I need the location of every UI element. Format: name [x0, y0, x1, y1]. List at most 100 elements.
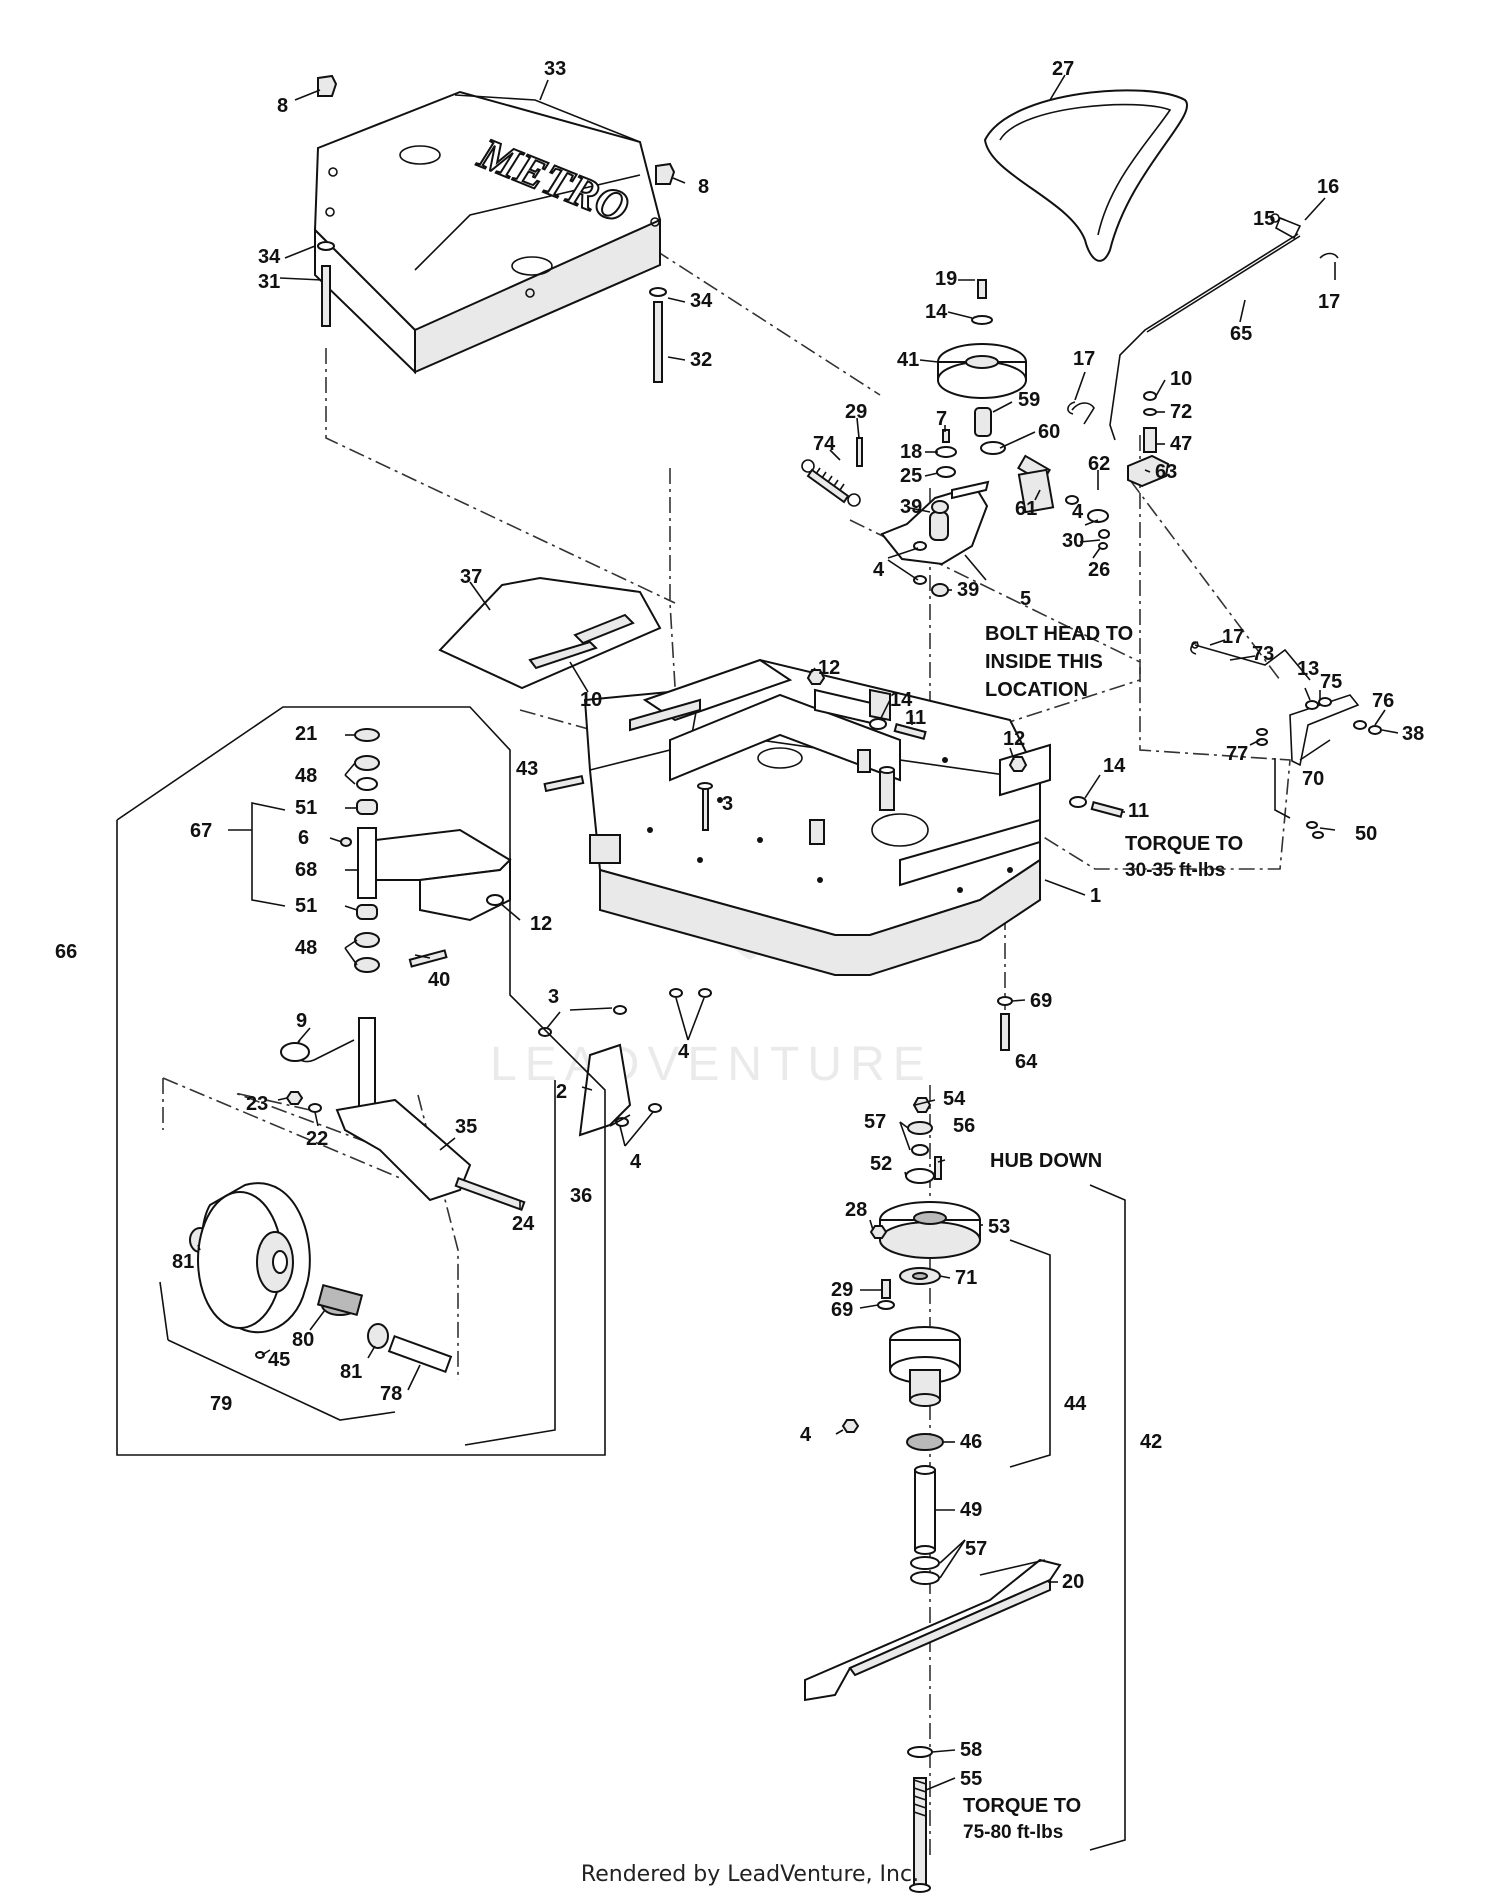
callout-label: 76 — [1372, 690, 1394, 712]
callout-label: 17 — [1222, 626, 1244, 648]
callout-label: 7 — [936, 408, 947, 430]
leader-lines — [197, 74, 1399, 1791]
callout-label: 42 — [1140, 1431, 1162, 1453]
callouts: 8 33 8 34 31 34 32 27 16 15 17 19 14 65 … — [55, 58, 1424, 1790]
callout-label: 46 — [960, 1431, 982, 1453]
callout-label: 32 — [690, 349, 712, 371]
callout-label: 75 — [1320, 671, 1342, 693]
callout-label: 69 — [1030, 990, 1052, 1012]
callout-label: 81 — [340, 1361, 362, 1383]
callout-label: 17 — [1318, 291, 1340, 313]
callout-label: 4 — [678, 1041, 690, 1063]
callout-label: 3 — [548, 986, 559, 1008]
callout-label: 12 — [1003, 728, 1025, 750]
caster-assembly — [280, 728, 526, 1212]
note-torque-a-2: 30-35 ft-lbs — [1125, 860, 1225, 881]
callout-label: 51 — [295, 797, 317, 819]
callout-label: 1 — [1090, 885, 1101, 907]
callout-label: 11 — [1128, 800, 1149, 822]
callout-label: 74 — [813, 433, 836, 455]
callout-label: 68 — [295, 859, 317, 881]
callout-label: 72 — [1170, 401, 1192, 423]
callout-label: 54 — [943, 1088, 966, 1110]
callout-label: 38 — [1402, 723, 1424, 745]
deck-cover: METRO — [313, 90, 662, 375]
callout-label: 57 — [864, 1111, 886, 1133]
callout-label: 27 — [1052, 58, 1074, 80]
blade-bolt — [907, 1746, 933, 1893]
callout-label: 78 — [380, 1383, 402, 1405]
note-torque-b-1: TORQUE TO — [963, 1795, 1081, 1817]
note-bolt-head-3: LOCATION — [985, 679, 1088, 701]
callout-label: 33 — [544, 58, 566, 80]
note-bolt-head-2: INSIDE THIS — [985, 651, 1103, 673]
callout-label: 18 — [900, 441, 922, 463]
callout-label: 49 — [960, 1499, 982, 1521]
callout-label: 48 — [295, 765, 317, 787]
callout-label: 45 — [268, 1349, 290, 1371]
callout-label: 67 — [190, 820, 212, 842]
group-brackets — [116, 706, 1126, 1851]
callout-label: 12 — [530, 913, 552, 935]
callout-label: 25 — [900, 465, 922, 487]
callout-label: 71 — [955, 1267, 977, 1289]
callout-label: 14 — [925, 301, 948, 323]
callout-label: 29 — [831, 1279, 853, 1301]
callout-label: 35 — [455, 1116, 477, 1138]
callout-label: 36 — [570, 1185, 592, 1207]
callout-label: 3 — [722, 793, 733, 815]
callout-label: 39 — [900, 496, 922, 518]
deck-hardware — [543, 401, 1382, 1051]
callout-label: 64 — [1015, 1051, 1038, 1073]
cover-hardware — [317, 74, 676, 383]
spindle-assembly — [841, 1097, 981, 1585]
callout-label: 34 — [690, 290, 713, 312]
callout-label: 63 — [1155, 461, 1177, 483]
belt — [983, 89, 1188, 262]
callout-label: 55 — [960, 1768, 982, 1790]
callout-label: 14 — [1103, 755, 1126, 777]
callout-label: 53 — [988, 1216, 1010, 1238]
caster-wheel — [189, 1182, 453, 1374]
callout-label: 51 — [295, 895, 317, 917]
callout-label: 9 — [296, 1010, 307, 1032]
callout-label: 43 — [516, 758, 538, 780]
note-bolt-head-1: BOLT HEAD TO — [985, 623, 1133, 645]
callout-label: 77 — [1226, 743, 1248, 765]
callout-label: 37 — [460, 566, 482, 588]
callout-label: 69 — [831, 1299, 853, 1321]
callout-label: 47 — [1170, 433, 1192, 455]
callout-label: 73 — [1252, 643, 1274, 665]
callout-label: 2 — [556, 1081, 567, 1103]
callout-label: 70 — [1302, 768, 1324, 790]
callout-label: 5 — [1020, 588, 1031, 610]
callout-label: 50 — [1355, 823, 1377, 845]
callout-label: 19 — [935, 268, 957, 290]
callout-label: 31 — [258, 271, 280, 293]
callout-label: 14 — [890, 689, 913, 711]
callout-label: 40 — [428, 969, 450, 991]
callout-label: 52 — [870, 1153, 892, 1175]
note-hub-down: HUB DOWN — [990, 1150, 1102, 1172]
callout-label: 24 — [512, 1213, 535, 1235]
footer-credit: Rendered by LeadVenture, Inc. — [580, 1862, 920, 1887]
callout-label: 61 — [1015, 498, 1037, 520]
idler-assembly — [937, 279, 1170, 550]
callout-label: 22 — [306, 1128, 328, 1150]
callout-label: 16 — [1317, 176, 1339, 198]
callout-label: 6 — [298, 827, 309, 849]
callout-label: 17 — [1073, 348, 1095, 370]
callout-label: 4 — [1072, 501, 1084, 523]
callout-label: 80 — [292, 1329, 314, 1351]
callout-label: 30 — [1062, 530, 1084, 552]
callout-label: 41 — [897, 349, 919, 371]
baffle — [438, 576, 662, 690]
note-torque-a-1: TORQUE TO — [1125, 833, 1243, 855]
callout-label: 62 — [1088, 453, 1110, 475]
callout-label: 15 — [1253, 208, 1275, 230]
callout-label: 8 — [698, 176, 709, 198]
callout-label: 26 — [1088, 559, 1110, 581]
alignment-lines — [162, 249, 1291, 1860]
callout-label: 59 — [1018, 389, 1040, 411]
